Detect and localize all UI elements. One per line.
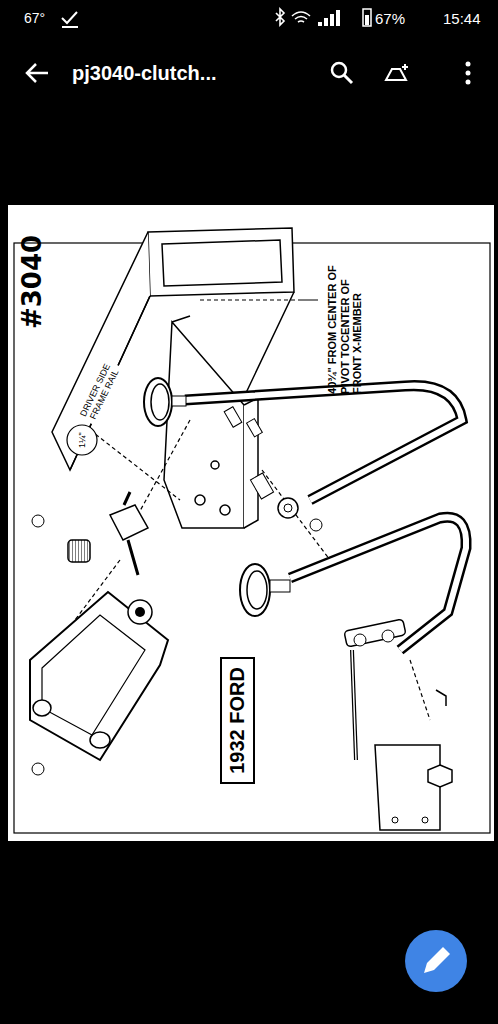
dimension: 1¼"	[77, 432, 87, 448]
title-box: 1932 FORD	[220, 657, 255, 784]
bluetooth-icon	[276, 9, 284, 25]
punch-hole	[32, 515, 44, 527]
battery-level: 67%	[375, 10, 405, 27]
back-arrow	[27, 64, 48, 82]
lower-pedal	[240, 517, 466, 830]
edit-button	[405, 930, 467, 992]
upper-pedal	[144, 378, 462, 531]
clock: 15:44	[443, 10, 481, 27]
page	[8, 205, 494, 841]
page-border	[14, 243, 490, 833]
check-icon	[62, 12, 77, 23]
wifi-icon	[292, 12, 310, 22]
battery-icon	[363, 9, 371, 26]
pedal-bracket	[164, 316, 258, 528]
temperature: 67°	[24, 10, 45, 26]
drive-icon	[386, 69, 406, 80]
dimension-circle	[67, 425, 97, 455]
part-number: #3040	[18, 235, 48, 329]
signal-icon	[318, 10, 340, 26]
document-title: pj3040-clutch...	[72, 62, 217, 85]
master-cylinder	[30, 492, 168, 760]
pencil-icon	[424, 947, 450, 973]
leader-line	[300, 300, 318, 301]
search-icon	[332, 63, 346, 77]
menu-dots	[466, 62, 471, 67]
dimension-note: 40¾" FROM CENTER OF PIVOT TOCENTER OF FR…	[326, 242, 364, 394]
box-text: 1932 FORD	[226, 667, 249, 774]
